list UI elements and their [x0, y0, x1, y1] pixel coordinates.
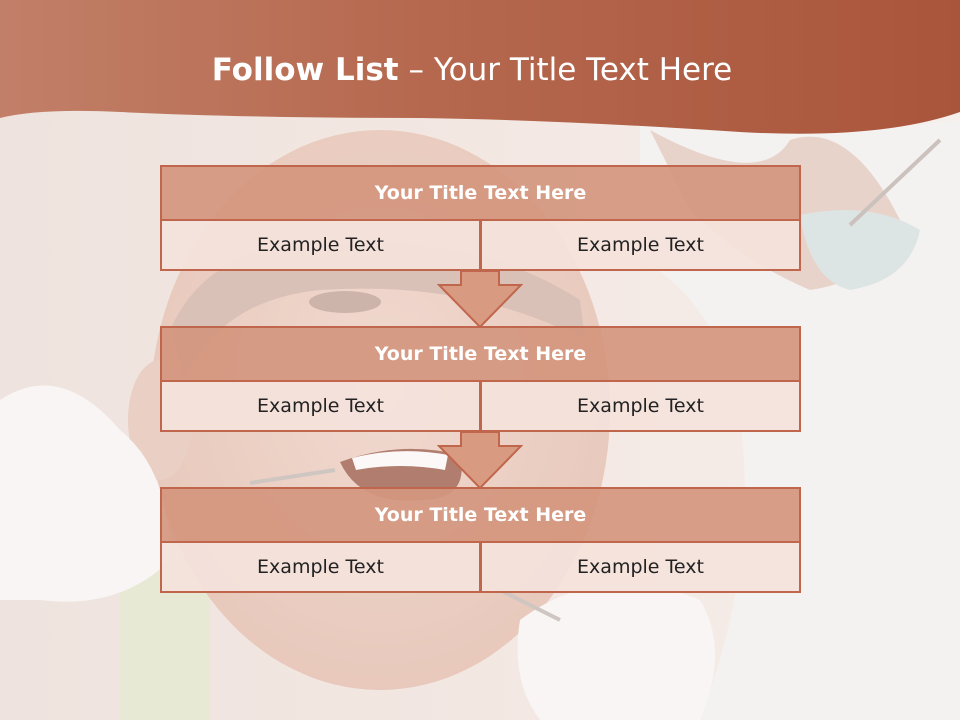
down-arrow-icon	[437, 271, 523, 329]
title-rest: – Your Title Text Here	[408, 52, 733, 88]
flow-block-title: Your Title Text Here	[160, 487, 801, 543]
slide-title: Follow List – Your Title Text Here	[0, 52, 944, 88]
flow-block-3: Your Title Text Here Example Text Exampl…	[160, 487, 801, 593]
flow-cell-right: Example Text	[481, 382, 801, 432]
flow-block-title: Your Title Text Here	[160, 165, 801, 221]
header-band	[0, 0, 960, 150]
flow-cell-left: Example Text	[160, 382, 481, 432]
flow-cell-left: Example Text	[160, 221, 481, 271]
down-arrow-icon	[437, 432, 523, 490]
flow-cell-left: Example Text	[160, 543, 481, 593]
flow-block-row: Example Text Example Text	[160, 382, 801, 432]
title-strong: Follow List	[211, 52, 399, 88]
flow-block-2: Your Title Text Here Example Text Exampl…	[160, 326, 801, 432]
flow-block-row: Example Text Example Text	[160, 543, 801, 593]
flow-cell-right: Example Text	[481, 543, 801, 593]
flow-block-1: Your Title Text Here Example Text Exampl…	[160, 165, 801, 271]
flow-block-row: Example Text Example Text	[160, 221, 801, 271]
flow-cell-right: Example Text	[481, 221, 801, 271]
flow-block-title: Your Title Text Here	[160, 326, 801, 382]
